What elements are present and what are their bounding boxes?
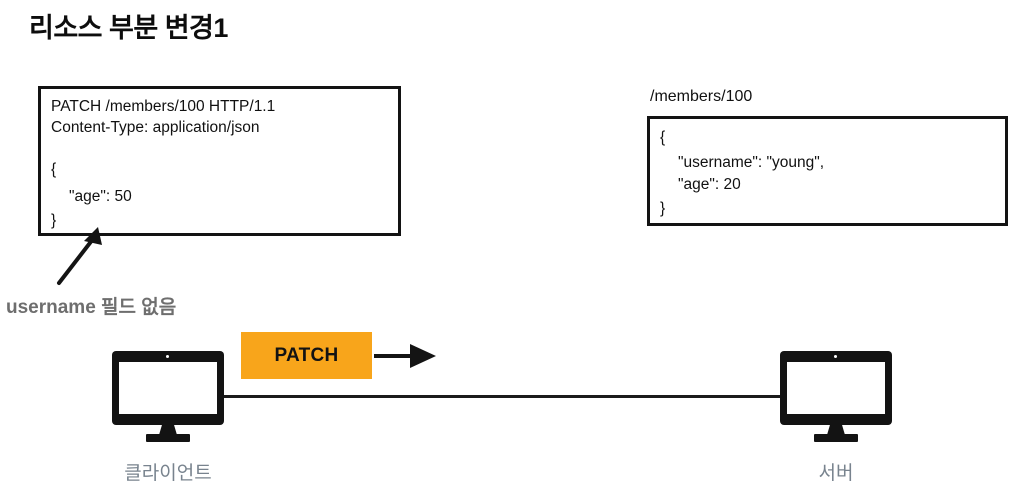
monitor-screen — [119, 362, 217, 414]
server-node: 서버 — [771, 351, 901, 485]
monitor-neck — [159, 424, 177, 435]
monitor-body — [112, 351, 224, 425]
page-title: 리소스 부분 변경1 — [29, 13, 228, 43]
network-link-line — [222, 395, 784, 398]
resource-close-brace: } — [660, 200, 666, 217]
request-line-start-line: PATCH /members/100 HTTP/1.1 — [51, 98, 276, 115]
patch-method-label: PATCH — [274, 344, 339, 366]
client-label: 클라이언트 — [124, 463, 212, 484]
server-label: 서버 — [818, 463, 854, 484]
request-body-close-brace: } — [51, 212, 57, 229]
client-monitor-icon — [112, 351, 224, 442]
request-direction-arrow-icon — [374, 344, 436, 368]
http-request-box: PATCH /members/100 HTTP/1.1 Content-Type… — [38, 86, 401, 236]
callout-arrow-icon — [57, 227, 102, 285]
monitor-body — [780, 351, 892, 425]
request-body-open-brace: { — [51, 161, 57, 178]
camera-dot-icon — [166, 355, 169, 358]
resource-username-field: "username": "young", — [678, 154, 825, 171]
missing-field-annotation: username 필드 없음 — [6, 297, 177, 318]
server-monitor-icon — [780, 351, 892, 442]
patch-method-badge: PATCH — [241, 332, 372, 379]
monitor-base — [814, 434, 858, 442]
client-node: 클라이언트 — [103, 351, 233, 485]
monitor-base — [146, 434, 190, 442]
request-line-content-type: Content-Type: application/json — [51, 119, 260, 136]
request-body-age-field: "age": 50 — [69, 188, 132, 205]
monitor-neck — [827, 424, 845, 435]
camera-dot-icon — [834, 355, 837, 358]
stored-resource-box: { "username": "young", "age": 20 } — [647, 116, 1008, 226]
resource-path-label: /members/100 — [650, 88, 753, 105]
resource-age-field: "age": 20 — [678, 176, 741, 193]
monitor-screen — [787, 362, 885, 414]
resource-open-brace: { — [660, 129, 666, 146]
